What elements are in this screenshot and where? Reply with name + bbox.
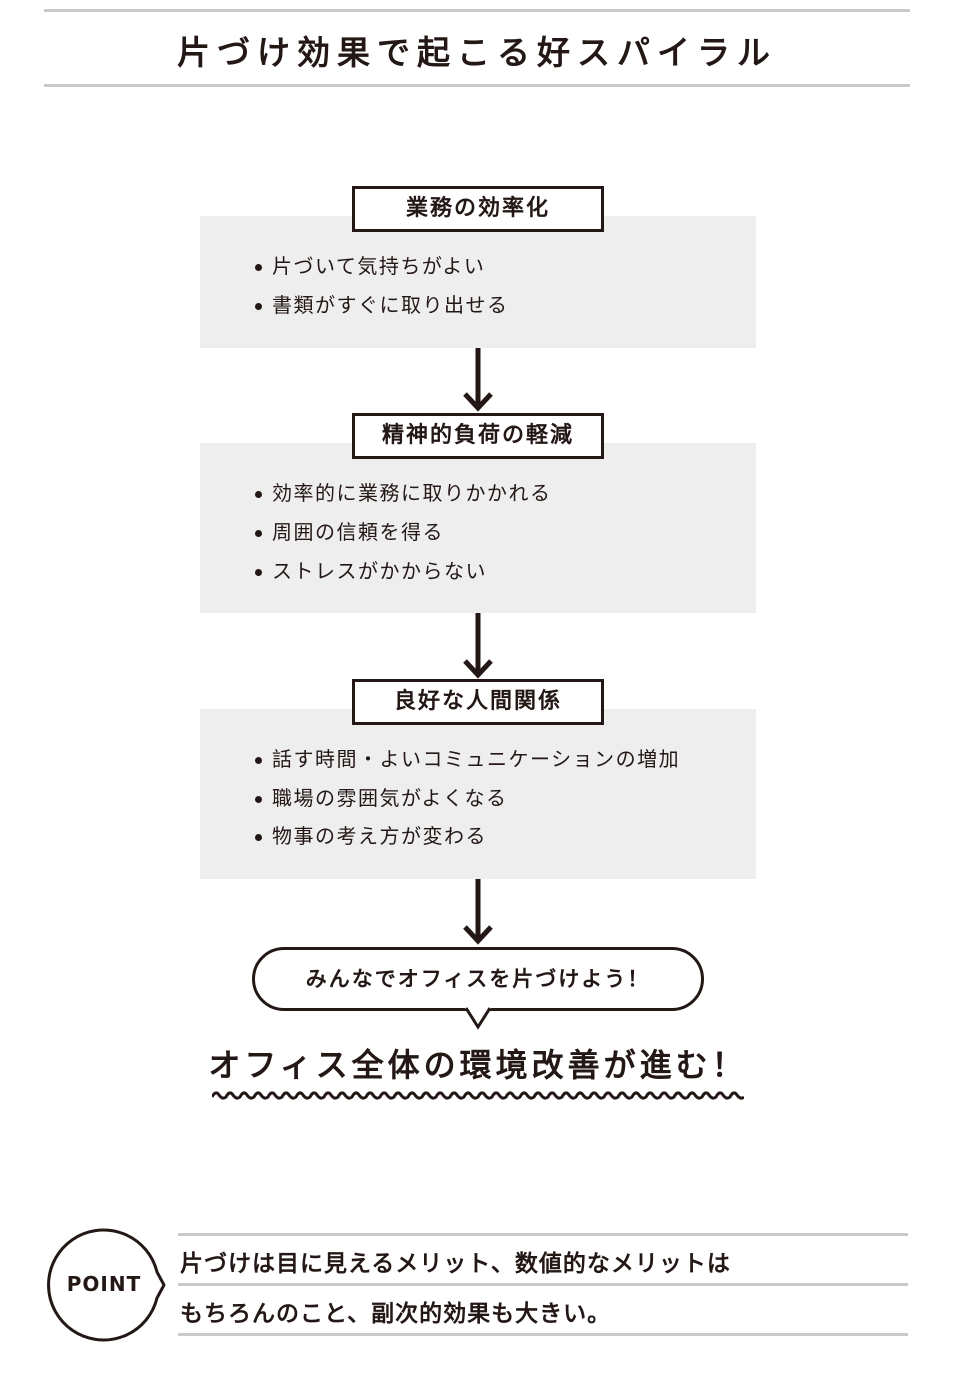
item-text: 物事の考え方が変わる (272, 824, 487, 848)
title-top-rule (44, 9, 910, 12)
item-text: 職場の雰囲気がよくなる (272, 786, 508, 810)
item-text: 効率的に業務に取りかかれる (272, 481, 552, 505)
result-heading: オフィス全体の環境改善が進む！ (208, 1046, 748, 1084)
list-item: 書類がすぐに取り出せる (255, 289, 509, 318)
list-item: 物事の考え方が変わる (255, 820, 487, 849)
bullet-icon (255, 264, 262, 271)
page-title: 片づけ効果で起こる好スパイラル (177, 33, 777, 72)
point-rule (178, 1283, 908, 1286)
bullet-icon (255, 757, 262, 764)
list-item: 職場の雰囲気がよくなる (255, 782, 508, 811)
bullet-icon (255, 303, 262, 310)
item-text: 片づいて気持ちがよい (272, 254, 486, 278)
list-item: 周囲の信頼を得る (255, 516, 444, 545)
bullet-icon (255, 834, 262, 841)
step-panel-2 (200, 443, 756, 613)
arrow-down-icon (463, 613, 493, 679)
speech-bubble-tail-icon (464, 1007, 492, 1030)
step-heading-3: 良好な人間関係 (352, 679, 604, 725)
step-heading-1: 業務の効率化 (352, 186, 604, 232)
arrow-down-icon (463, 879, 493, 945)
list-item: 話す時間・よいコミュニケーションの増加 (255, 743, 680, 772)
step-panel-3 (200, 709, 756, 879)
list-item: ストレスがかからない (255, 555, 487, 584)
list-item: 効率的に業務に取りかかれる (255, 477, 552, 506)
title-bottom-rule (44, 84, 910, 87)
point-rule (178, 1333, 908, 1336)
point-rule (178, 1233, 908, 1236)
point-badge-icon (47, 1228, 166, 1342)
item-text: 周囲の信頼を得る (272, 520, 444, 544)
step-heading-2: 精神的負荷の軽減 (352, 413, 604, 459)
wavy-underline (212, 1091, 744, 1100)
point-text-line-1: 片づけは目に見えるメリット、数値的なメリットは (180, 1251, 731, 1277)
speech-bubble: みんなでオフィスを片づけよう！ (252, 947, 704, 1011)
arrow-down-icon (463, 348, 493, 412)
list-item: 片づいて気持ちがよい (255, 250, 485, 279)
bullet-icon (255, 796, 262, 803)
bullet-icon (255, 530, 262, 537)
item-text: 書類がすぐに取り出せる (272, 293, 509, 317)
step-panel-1 (200, 216, 756, 348)
bullet-icon (255, 491, 262, 498)
item-text: ストレスがかからない (272, 559, 487, 583)
item-text: 話す時間・よいコミュニケーションの増加 (272, 747, 681, 771)
point-label: POINT (66, 1272, 142, 1296)
point-text-line-2: もちろんのこと、副次的効果も大きい。 (180, 1301, 612, 1327)
bullet-icon (255, 569, 262, 576)
